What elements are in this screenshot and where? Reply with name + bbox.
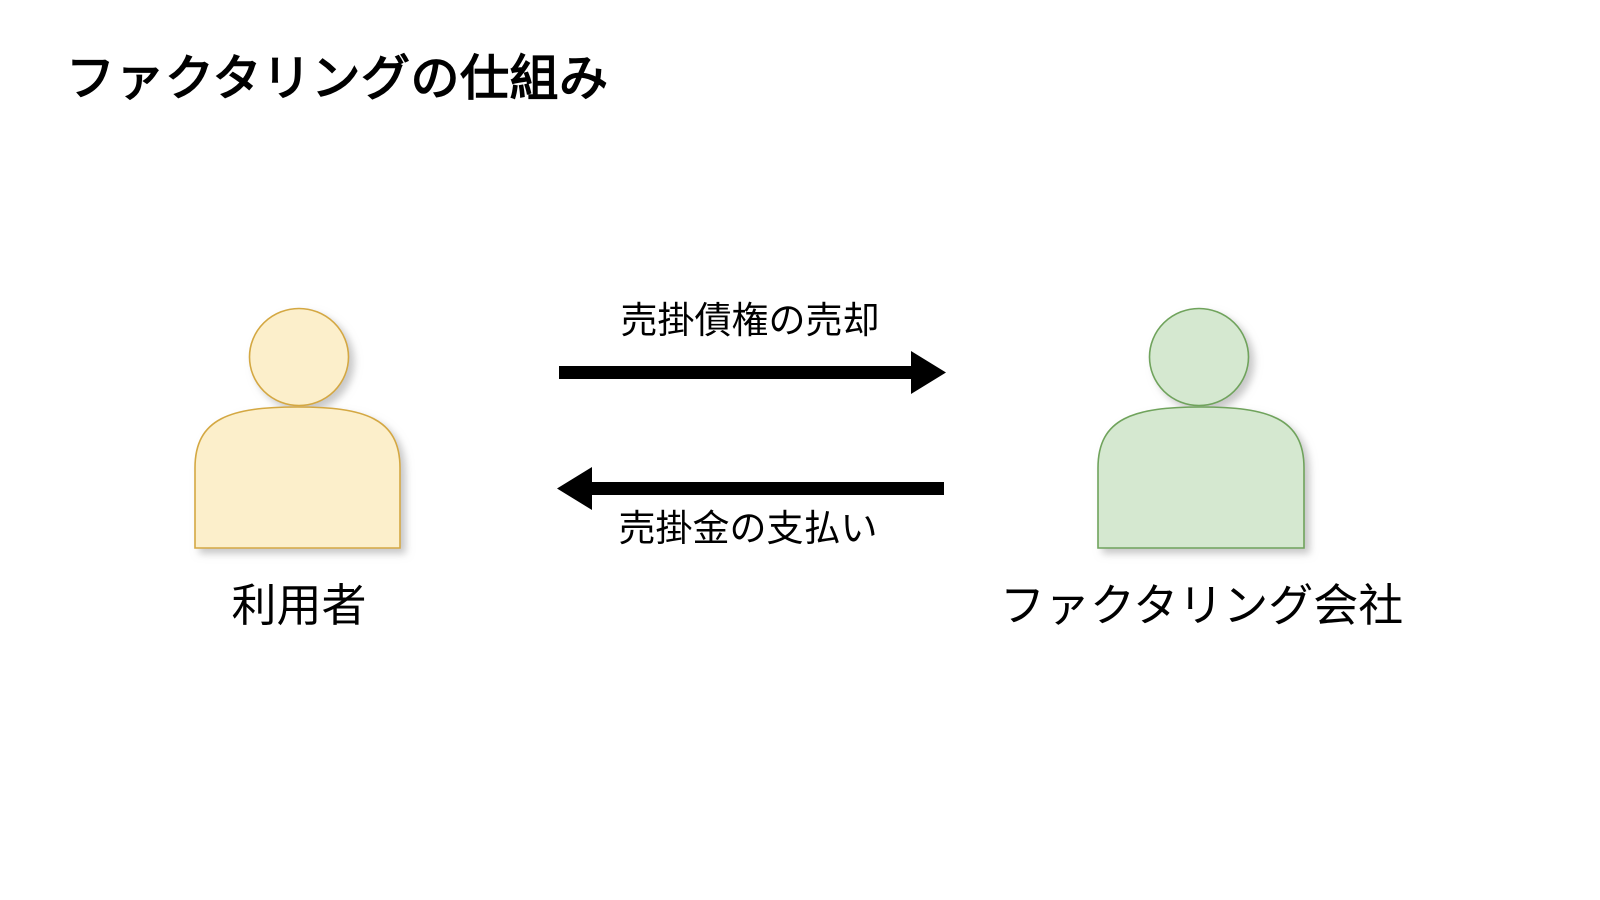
node-label-user: 利用者 <box>231 580 367 631</box>
flow-arrow-bottom <box>557 467 944 510</box>
flow-label-bottom: 売掛金の支払い <box>618 508 878 549</box>
node-label-factoring-company: ファクタリング会社 <box>1000 580 1404 631</box>
flow-arrow-top <box>559 351 946 394</box>
page-title: ファクタリングの仕組み <box>66 52 609 106</box>
arrow-right-icon <box>559 351 946 394</box>
person-body-shape <box>194 406 401 549</box>
person-head-shape <box>1148 307 1250 407</box>
flow-label-top: 売掛債権の売却 <box>620 300 880 341</box>
person-icon-factoring-company <box>1097 307 1305 549</box>
arrow-left-icon <box>557 467 944 510</box>
person-icon-user <box>194 307 401 549</box>
person-body-shape <box>1097 406 1305 549</box>
person-head-shape <box>248 307 350 407</box>
